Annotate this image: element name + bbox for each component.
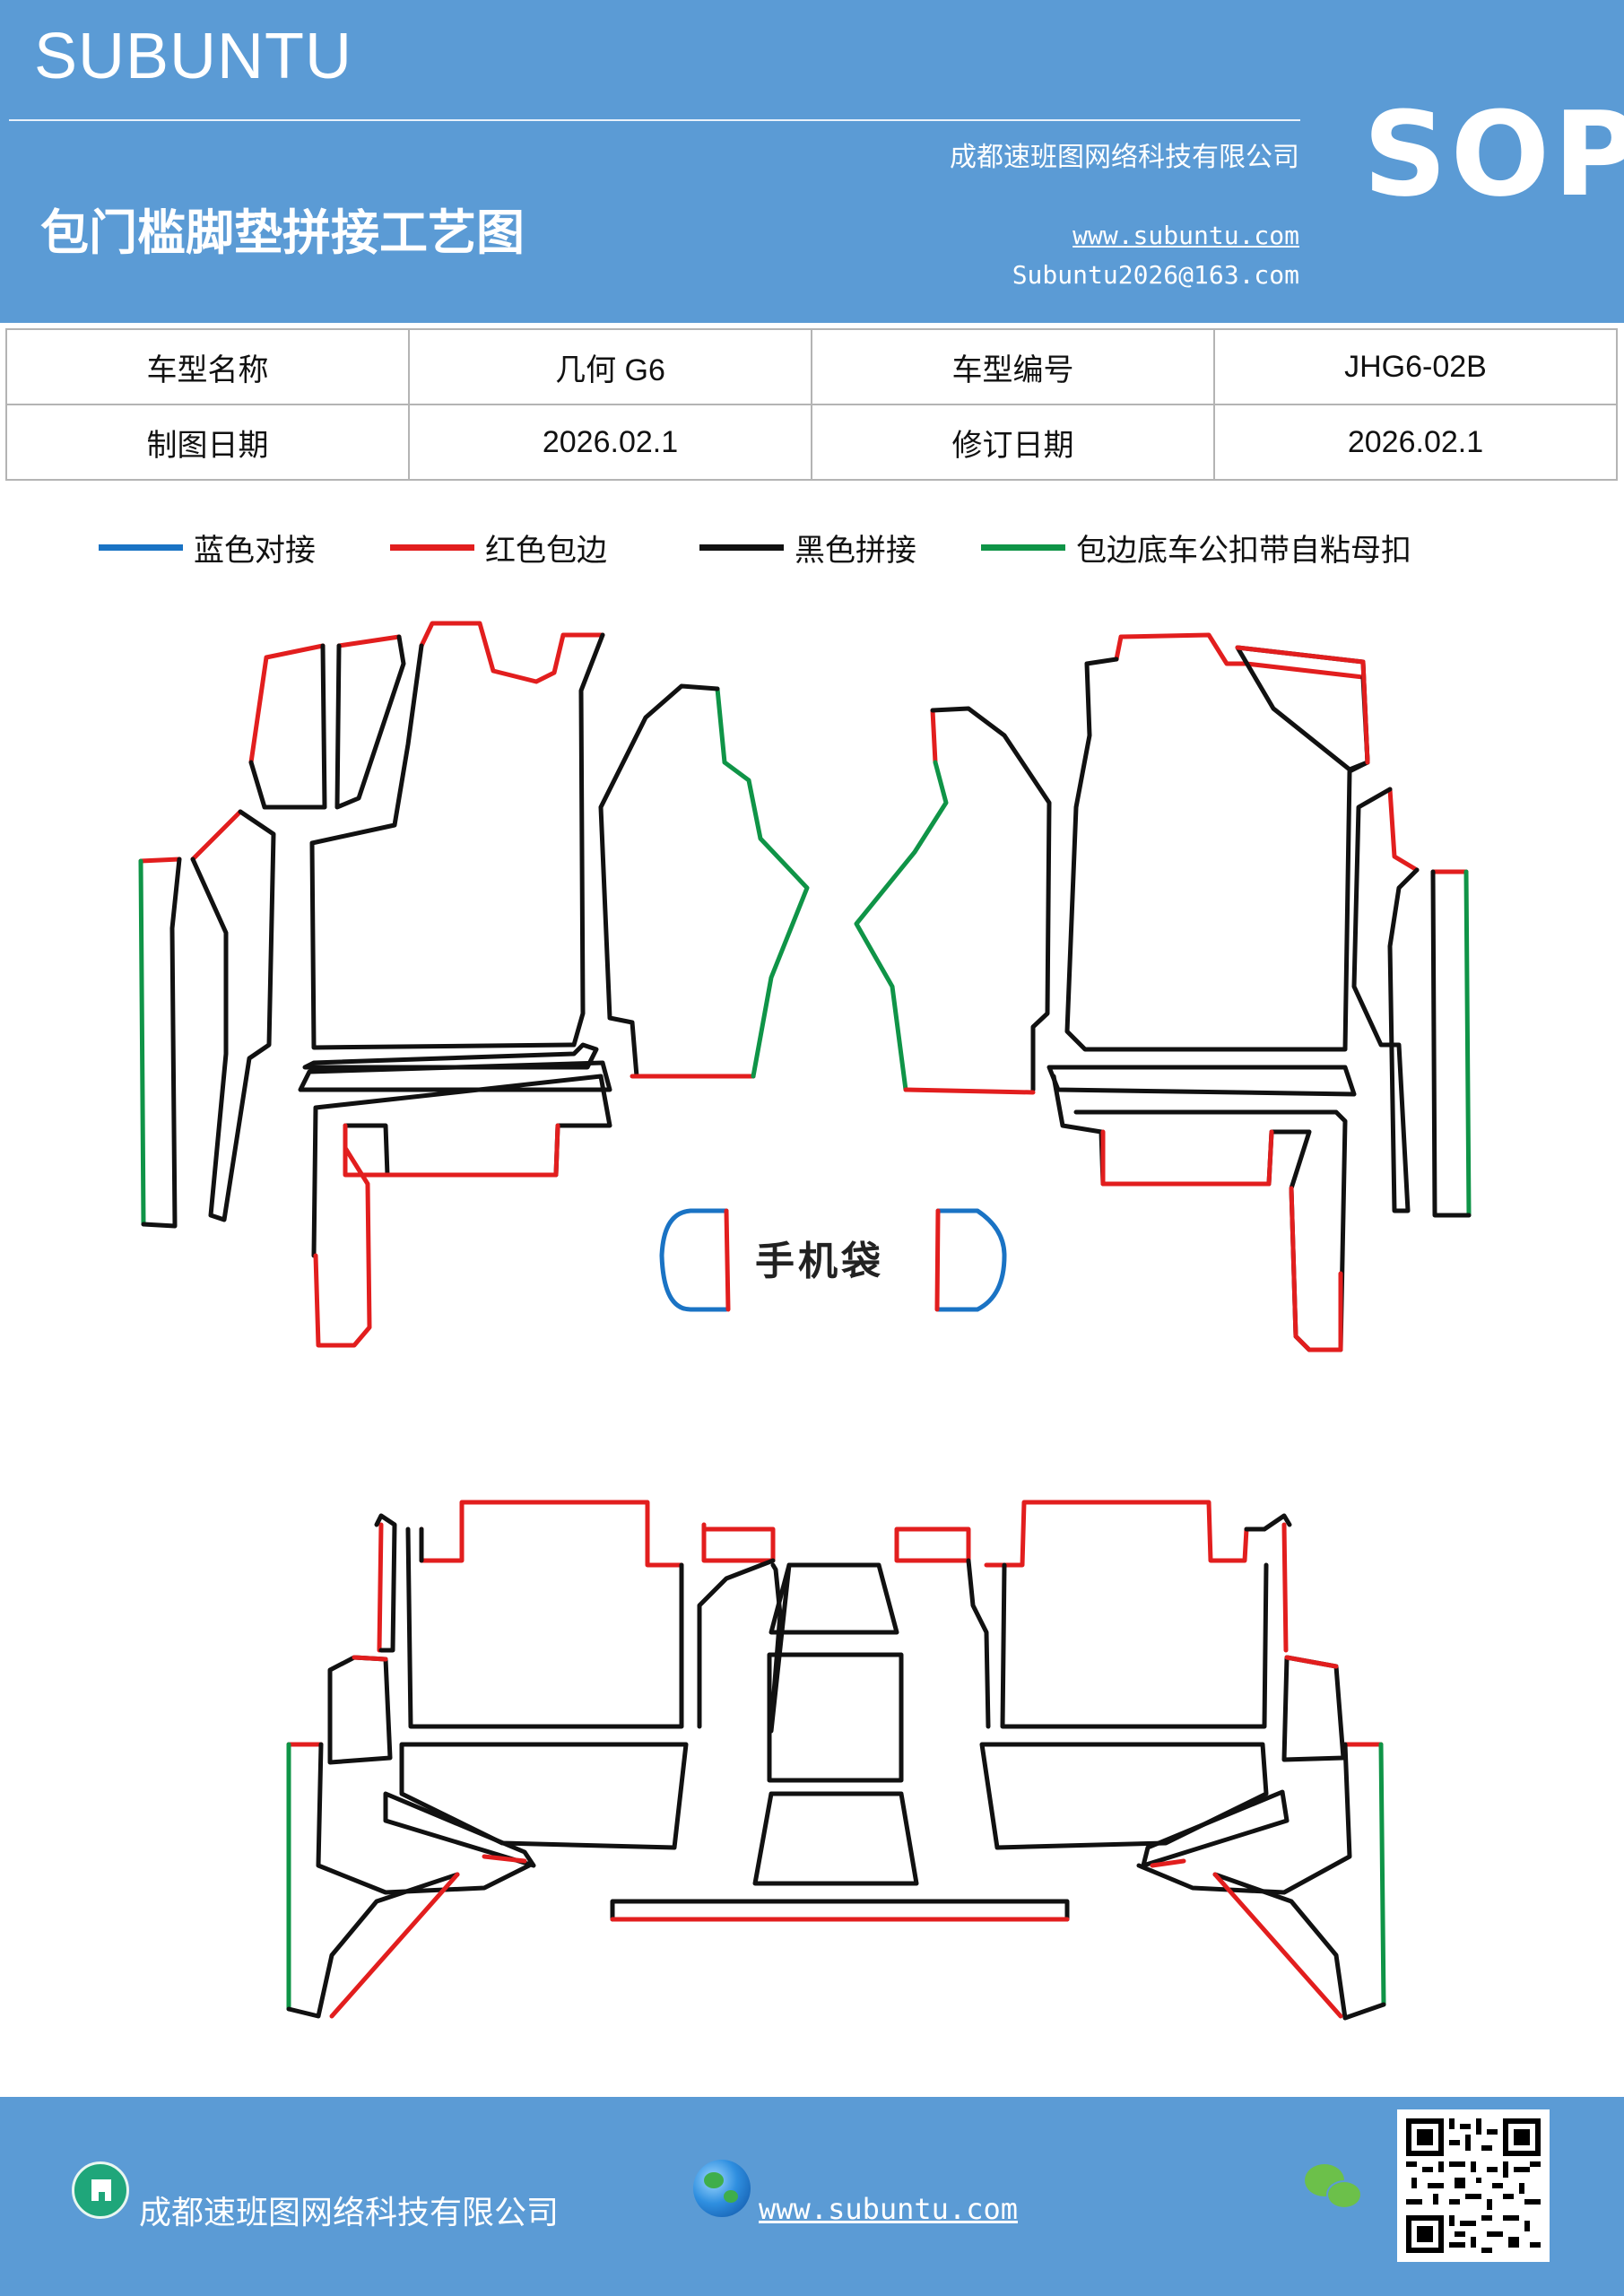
legend-label: 红色包边 bbox=[485, 532, 607, 569]
legend-swatch bbox=[390, 544, 474, 551]
legend-item-black: 黑色拼接 bbox=[699, 520, 916, 574]
table-cell: 车型名称 bbox=[5, 328, 410, 405]
table-cell: 2026.02.1 bbox=[408, 404, 812, 481]
header-email: Subuntu2026@163.com bbox=[1012, 260, 1299, 290]
globe-icon bbox=[693, 2160, 751, 2217]
legend-swatch bbox=[981, 544, 1065, 551]
front-left-mat-group bbox=[138, 621, 810, 1348]
phone-bag-pieces bbox=[659, 1208, 1007, 1312]
document-title: 包门槛脚垫拼接工艺图 bbox=[40, 204, 525, 261]
legend-label: 蓝色对接 bbox=[194, 532, 316, 569]
legend-label: 包边底车公扣带自粘母扣 bbox=[1076, 532, 1411, 569]
legend-swatch bbox=[99, 544, 183, 551]
legend-item-red: 红色包边 bbox=[390, 520, 607, 574]
table-cell: 车型编号 bbox=[811, 328, 1215, 405]
qr-code bbox=[1397, 2109, 1550, 2262]
table-cell: 2026.02.1 bbox=[1213, 404, 1618, 481]
table-cell: 几何 G6 bbox=[408, 328, 812, 405]
sop-badge: SOP bbox=[1363, 86, 1624, 222]
table-cell: 修订日期 bbox=[811, 404, 1215, 481]
phone-bag-label: 手机袋 bbox=[755, 1239, 884, 1284]
wechat-icon[interactable] bbox=[1305, 2164, 1368, 2218]
table-cell: JHG6-02B bbox=[1213, 328, 1618, 405]
table-cell: 制图日期 bbox=[5, 404, 410, 481]
footer-website-link[interactable]: www.subuntu.com bbox=[759, 2192, 1018, 2226]
front-right-mat-group bbox=[854, 632, 1472, 1352]
legend-label: 黑色拼接 bbox=[795, 532, 916, 569]
building-icon bbox=[72, 2161, 129, 2219]
table-row: 制图日期 2026.02.1 修订日期 2026.02.1 bbox=[5, 404, 1618, 481]
footer-company: 成都速班图网络科技有限公司 bbox=[139, 2195, 560, 2231]
brand-name: SUBUNTU bbox=[34, 21, 353, 92]
rear-mat-group bbox=[286, 1500, 1386, 2021]
legend-item-green: 包边底车公扣带自粘母扣 bbox=[981, 520, 1411, 574]
table-row: 车型名称 几何 G6 车型编号 JHG6-02B bbox=[5, 328, 1618, 405]
vehicle-info-table: 车型名称 几何 G6 车型编号 JHG6-02B 制图日期 2026.02.1 … bbox=[5, 328, 1618, 481]
header-company: 成都速班图网络科技有限公司 bbox=[950, 142, 1299, 173]
header-website-link[interactable]: www.subuntu.com bbox=[1073, 221, 1299, 250]
floor-mat-diagram bbox=[138, 621, 1472, 2021]
legend-swatch bbox=[699, 544, 784, 551]
header-divider bbox=[9, 119, 1300, 121]
header-banner bbox=[0, 0, 1624, 323]
legend-item-blue: 蓝色对接 bbox=[99, 520, 316, 574]
